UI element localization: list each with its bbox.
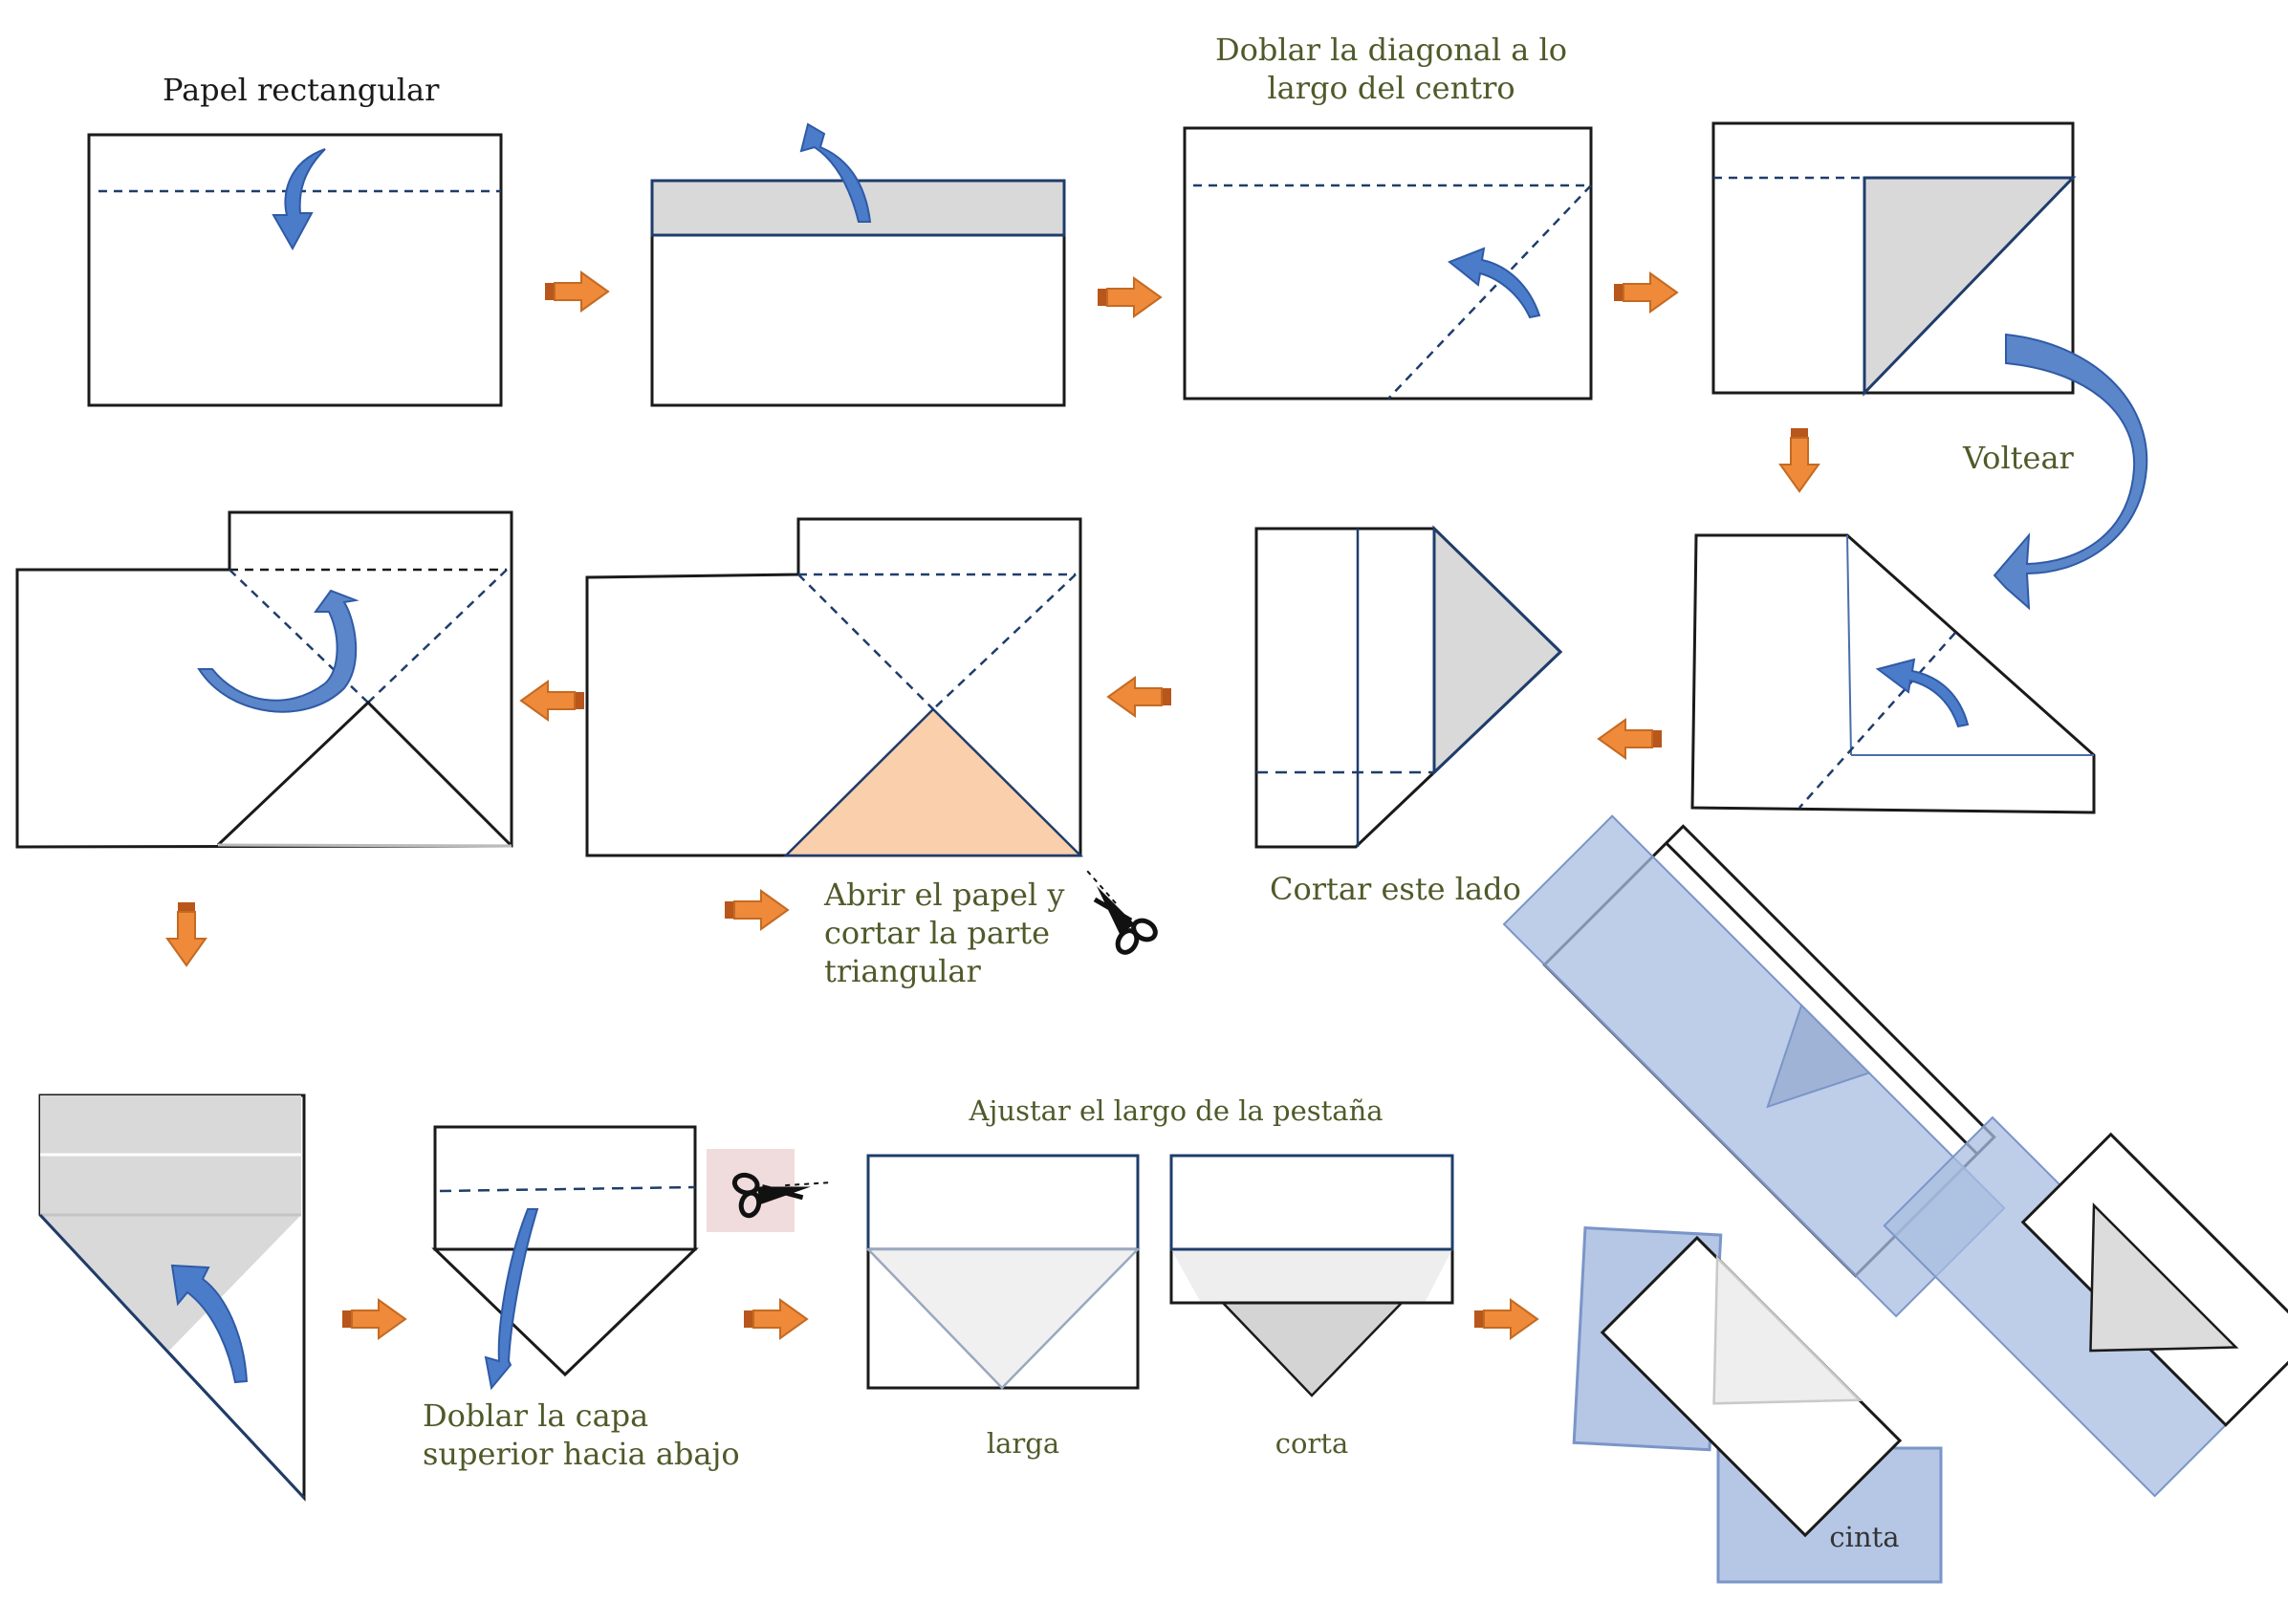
step-2-folded-strip xyxy=(650,122,1066,407)
step-arrow-icon xyxy=(1613,272,1678,313)
fold-arrow-icon xyxy=(1448,247,1541,319)
step-arrow-icon xyxy=(1107,677,1172,717)
step-11-short-flap xyxy=(1169,1154,1454,1397)
step-arrow-icon xyxy=(1779,427,1820,492)
step-7-open-and-cut xyxy=(585,517,1084,857)
label-long: larga xyxy=(986,1427,1060,1460)
step-arrow-icon xyxy=(341,1299,406,1339)
scissors-icon xyxy=(724,890,789,930)
fold-arrow-icon xyxy=(799,122,872,223)
label-fold-top-layer-down: Doblar la capa superior hacia abajo xyxy=(423,1397,740,1472)
step-arrow-icon xyxy=(1473,1299,1538,1339)
fold-arrow-icon xyxy=(1875,658,1970,728)
step-1-rectangular-paper xyxy=(87,133,503,407)
step-arrow-icon xyxy=(544,271,609,312)
label-rectangular-paper: Papel rectangular xyxy=(163,72,440,108)
fold-arrow-icon xyxy=(170,1264,249,1384)
label-flip: Voltear xyxy=(1963,440,2074,476)
label-short: corta xyxy=(1275,1427,1349,1460)
step-4-folded-corner xyxy=(1711,121,2077,397)
label-adjust-flap-length: Ajustar el largo de la pestaña xyxy=(969,1094,1384,1127)
step-6-cut-side xyxy=(1254,525,1563,849)
step-11-long-flap xyxy=(865,1154,1141,1390)
step-9-triangle-flap xyxy=(38,1093,306,1502)
fold-arrow-icon xyxy=(197,589,360,713)
step-arrow-icon xyxy=(1097,277,1162,317)
step-arrow-icon xyxy=(520,681,585,721)
label-tape: cinta xyxy=(1829,1521,1900,1553)
step-8-fold-sides xyxy=(15,510,513,849)
step-arrow-icon xyxy=(166,901,207,966)
step-3-diagonal-fold xyxy=(1183,126,1593,401)
step-10-fold-top-layer xyxy=(431,1125,828,1391)
scissors-icon xyxy=(1087,871,1159,956)
step-5-flipped xyxy=(1690,533,2096,814)
flip-arrow-icon xyxy=(1993,333,2148,611)
fold-arrow-icon xyxy=(272,148,326,251)
fold-arrow-icon xyxy=(484,1208,539,1391)
step-arrow-icon xyxy=(1598,719,1663,759)
label-fold-diagonal: Doblar la diagonal a lo largo del centro xyxy=(1214,32,1568,106)
label-cut-this-side: Cortar este lado xyxy=(1270,871,1521,907)
label-open-and-cut: Abrir el papel y cortar la parte triangu… xyxy=(824,877,1065,989)
final-envelope-bottom xyxy=(1572,1226,1943,1584)
step-arrow-icon xyxy=(743,1299,808,1339)
final-envelope-right xyxy=(1883,1115,2288,1498)
